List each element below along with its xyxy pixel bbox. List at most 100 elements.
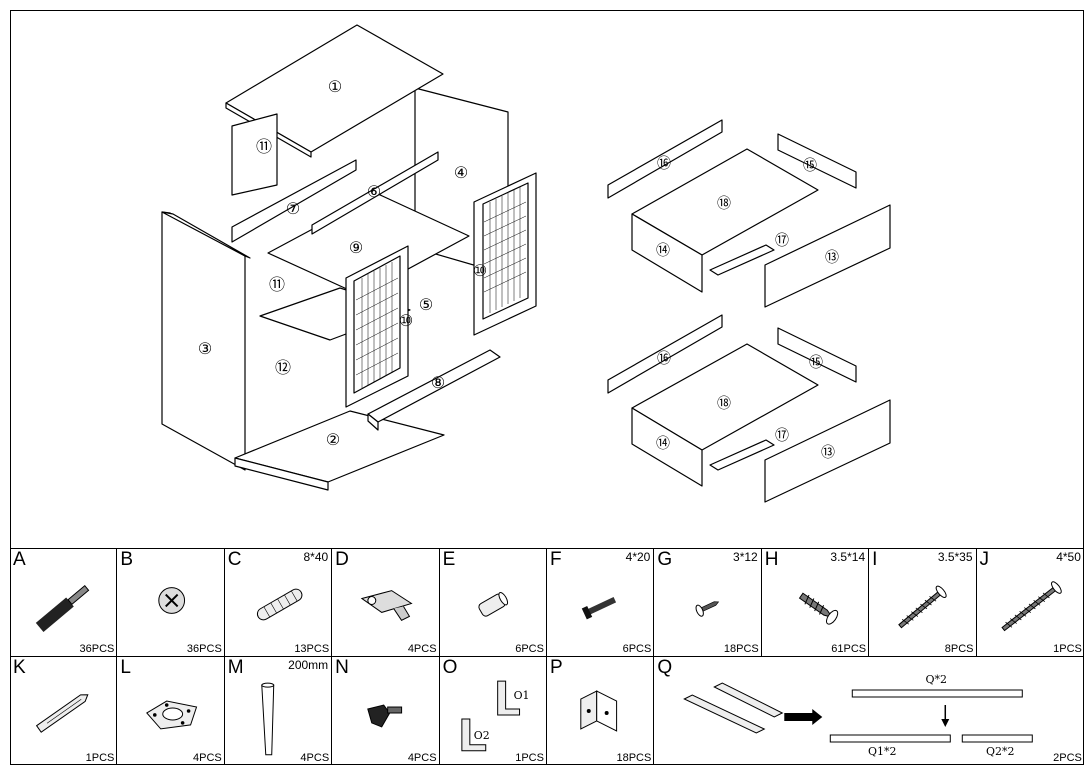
label-q2: Q2*2 — [986, 745, 1015, 758]
label-6: ⑥ — [367, 182, 381, 201]
part-quantity: 1PCS — [85, 752, 115, 764]
part-letter: I — [872, 549, 878, 570]
drawer1-label-14: ⑭ — [656, 243, 670, 259]
drawer2-label-15: ⑮ — [809, 355, 823, 371]
part-cell-h: H 3.5*14 61PCS — [761, 548, 870, 656]
part-cell-p: P 18PCS — [546, 656, 655, 765]
part-cell-m: M 200mm 4PCS — [224, 656, 333, 765]
part-letter: Q — [657, 657, 673, 678]
drawer2-label-18: ⑱ — [717, 396, 731, 412]
part-spec: 3*12 — [733, 550, 758, 564]
part-cell-d: D 4PCS — [332, 548, 440, 656]
part-quantity: 6PCS — [622, 643, 652, 655]
label-2: ② — [326, 430, 340, 449]
part-letter: G — [657, 549, 673, 570]
part-quantity: 6PCS — [515, 643, 544, 655]
part-letter: E — [442, 549, 456, 570]
part-letter: L — [120, 657, 131, 678]
shelf-pin-icon — [477, 591, 508, 617]
part-cell-g: G 3*12 18PCS — [654, 548, 762, 656]
knob-icon — [367, 704, 403, 728]
panel-11-upper — [231, 113, 278, 196]
drawer2-label-14: ⑭ — [656, 436, 670, 452]
hardware-parts-table: A 36PCS B 36PCS C 8*40 13PCS D 4PCS — [10, 548, 1084, 765]
corner-bracket-icon — [580, 690, 618, 732]
label-12: ⑫ — [275, 358, 291, 377]
rail-7 — [231, 159, 357, 243]
cabinet-exploded-view: ① ② ③ ④ ⑤ ⑥ ⑦ ⑧ ⑨ ⑩ ⑩ ⑪ ⑪ ⑫ — [161, 24, 537, 491]
part-spec: 3.5*14 — [830, 550, 866, 564]
exploded-assembly-diagram: ① ② ③ ④ ⑤ ⑥ ⑦ ⑧ ⑨ ⑩ ⑩ ⑪ ⑪ ⑫ ⑱ ⑭ ⑯ ⑮ ⑰ — [161, 24, 891, 503]
label-o1: O1 — [513, 689, 529, 702]
part-quantity: 4PCS — [407, 752, 437, 764]
label-1: ① — [328, 77, 342, 96]
label-8: ⑧ — [431, 373, 445, 392]
part-cell-n: N 4PCS — [332, 656, 440, 765]
part-spec: 4*20 — [625, 550, 651, 564]
label-9: ⑨ — [349, 238, 363, 257]
part-letter: O — [442, 657, 458, 678]
part-quantity: 2PCS — [1053, 752, 1082, 764]
part-letter: D — [335, 549, 349, 570]
part-quantity: 18PCS — [616, 752, 652, 764]
part-quantity: 4PCS — [407, 643, 437, 655]
label-10-right: ⑩ — [473, 261, 487, 280]
label-o2: O2 — [473, 729, 489, 742]
part-spec: 4*50 — [1056, 550, 1081, 564]
label-3: ③ — [198, 339, 212, 358]
leg-icon — [261, 682, 275, 756]
part-quantity: 61PCS — [831, 643, 867, 655]
part-quantity: 4PCS — [193, 752, 222, 764]
part-letter: H — [764, 549, 779, 570]
label-q1: Q1*2 — [868, 745, 897, 758]
long-screw-icon — [898, 585, 947, 629]
part-spec: 200mm — [288, 658, 329, 672]
part-cell-q: Q Q*2 Q1*2 Q2*2 2PCS — [654, 656, 1084, 765]
drawer1-label-18: ⑱ — [717, 196, 731, 212]
part-spec: 8*40 — [303, 550, 329, 564]
machine-screw-icon — [581, 597, 617, 620]
angle-bracket-icon: O1 O2 — [460, 680, 529, 752]
part-letter: J — [979, 549, 990, 570]
part-letter: B — [120, 549, 134, 570]
part-cell-l: L 4PCS — [117, 656, 225, 765]
part-letter: N — [335, 657, 349, 678]
leg-plate-icon — [146, 700, 198, 730]
part-spec: 3.5*35 — [937, 550, 973, 564]
part-quantity: 36PCS — [186, 643, 222, 655]
part-quantity: 13PCS — [294, 643, 330, 655]
part-quantity: 18PCS — [723, 643, 759, 655]
short-screw-icon — [695, 601, 720, 617]
drawer-exploded-view-1: ⑱ ⑭ ⑯ ⑮ ⑰ ⑬ — [607, 119, 891, 308]
drawer1-label-13: ⑬ — [825, 250, 839, 266]
hinge-icon — [360, 590, 413, 621]
drawer2-label-13: ⑬ — [821, 445, 835, 461]
part-letter: M — [227, 657, 244, 678]
label-5: ⑤ — [419, 295, 433, 314]
drawer1-label-17: ⑰ — [775, 233, 789, 249]
cam-lock-icon — [158, 587, 186, 614]
label-11-upper: ⑪ — [256, 137, 272, 156]
part-cell-o: O O1 O2 1PCS — [439, 656, 547, 765]
part-letter: F — [549, 549, 562, 570]
part-cell-e: E 6PCS — [439, 548, 547, 656]
part-cell-c: C 8*40 13PCS — [224, 548, 333, 656]
extra-long-screw-icon — [1000, 581, 1062, 632]
wood-dowel-icon — [256, 588, 303, 621]
label-10-front: ⑩ — [399, 311, 413, 330]
part-letter: C — [227, 549, 242, 570]
drawer2-label-16: ⑯ — [657, 351, 671, 367]
part-cell-f: F 4*20 6PCS — [546, 548, 655, 656]
label-4: ④ — [454, 163, 468, 182]
part-cell-b: B 36PCS — [117, 548, 225, 656]
drawer-slide-icon: Q*2 Q1*2 Q2*2 — [683, 673, 1034, 758]
part-quantity: 1PCS — [1053, 643, 1082, 655]
label-q: Q*2 — [926, 673, 948, 686]
rail-6 — [311, 151, 439, 235]
part-cell-i: I 3.5*35 8PCS — [869, 548, 977, 656]
part-cell-k: K 1PCS — [10, 656, 118, 765]
part-quantity: 8PCS — [944, 643, 974, 655]
part-letter: A — [13, 549, 26, 570]
part-letter: P — [549, 657, 563, 678]
part-quantity: 4PCS — [300, 752, 330, 764]
